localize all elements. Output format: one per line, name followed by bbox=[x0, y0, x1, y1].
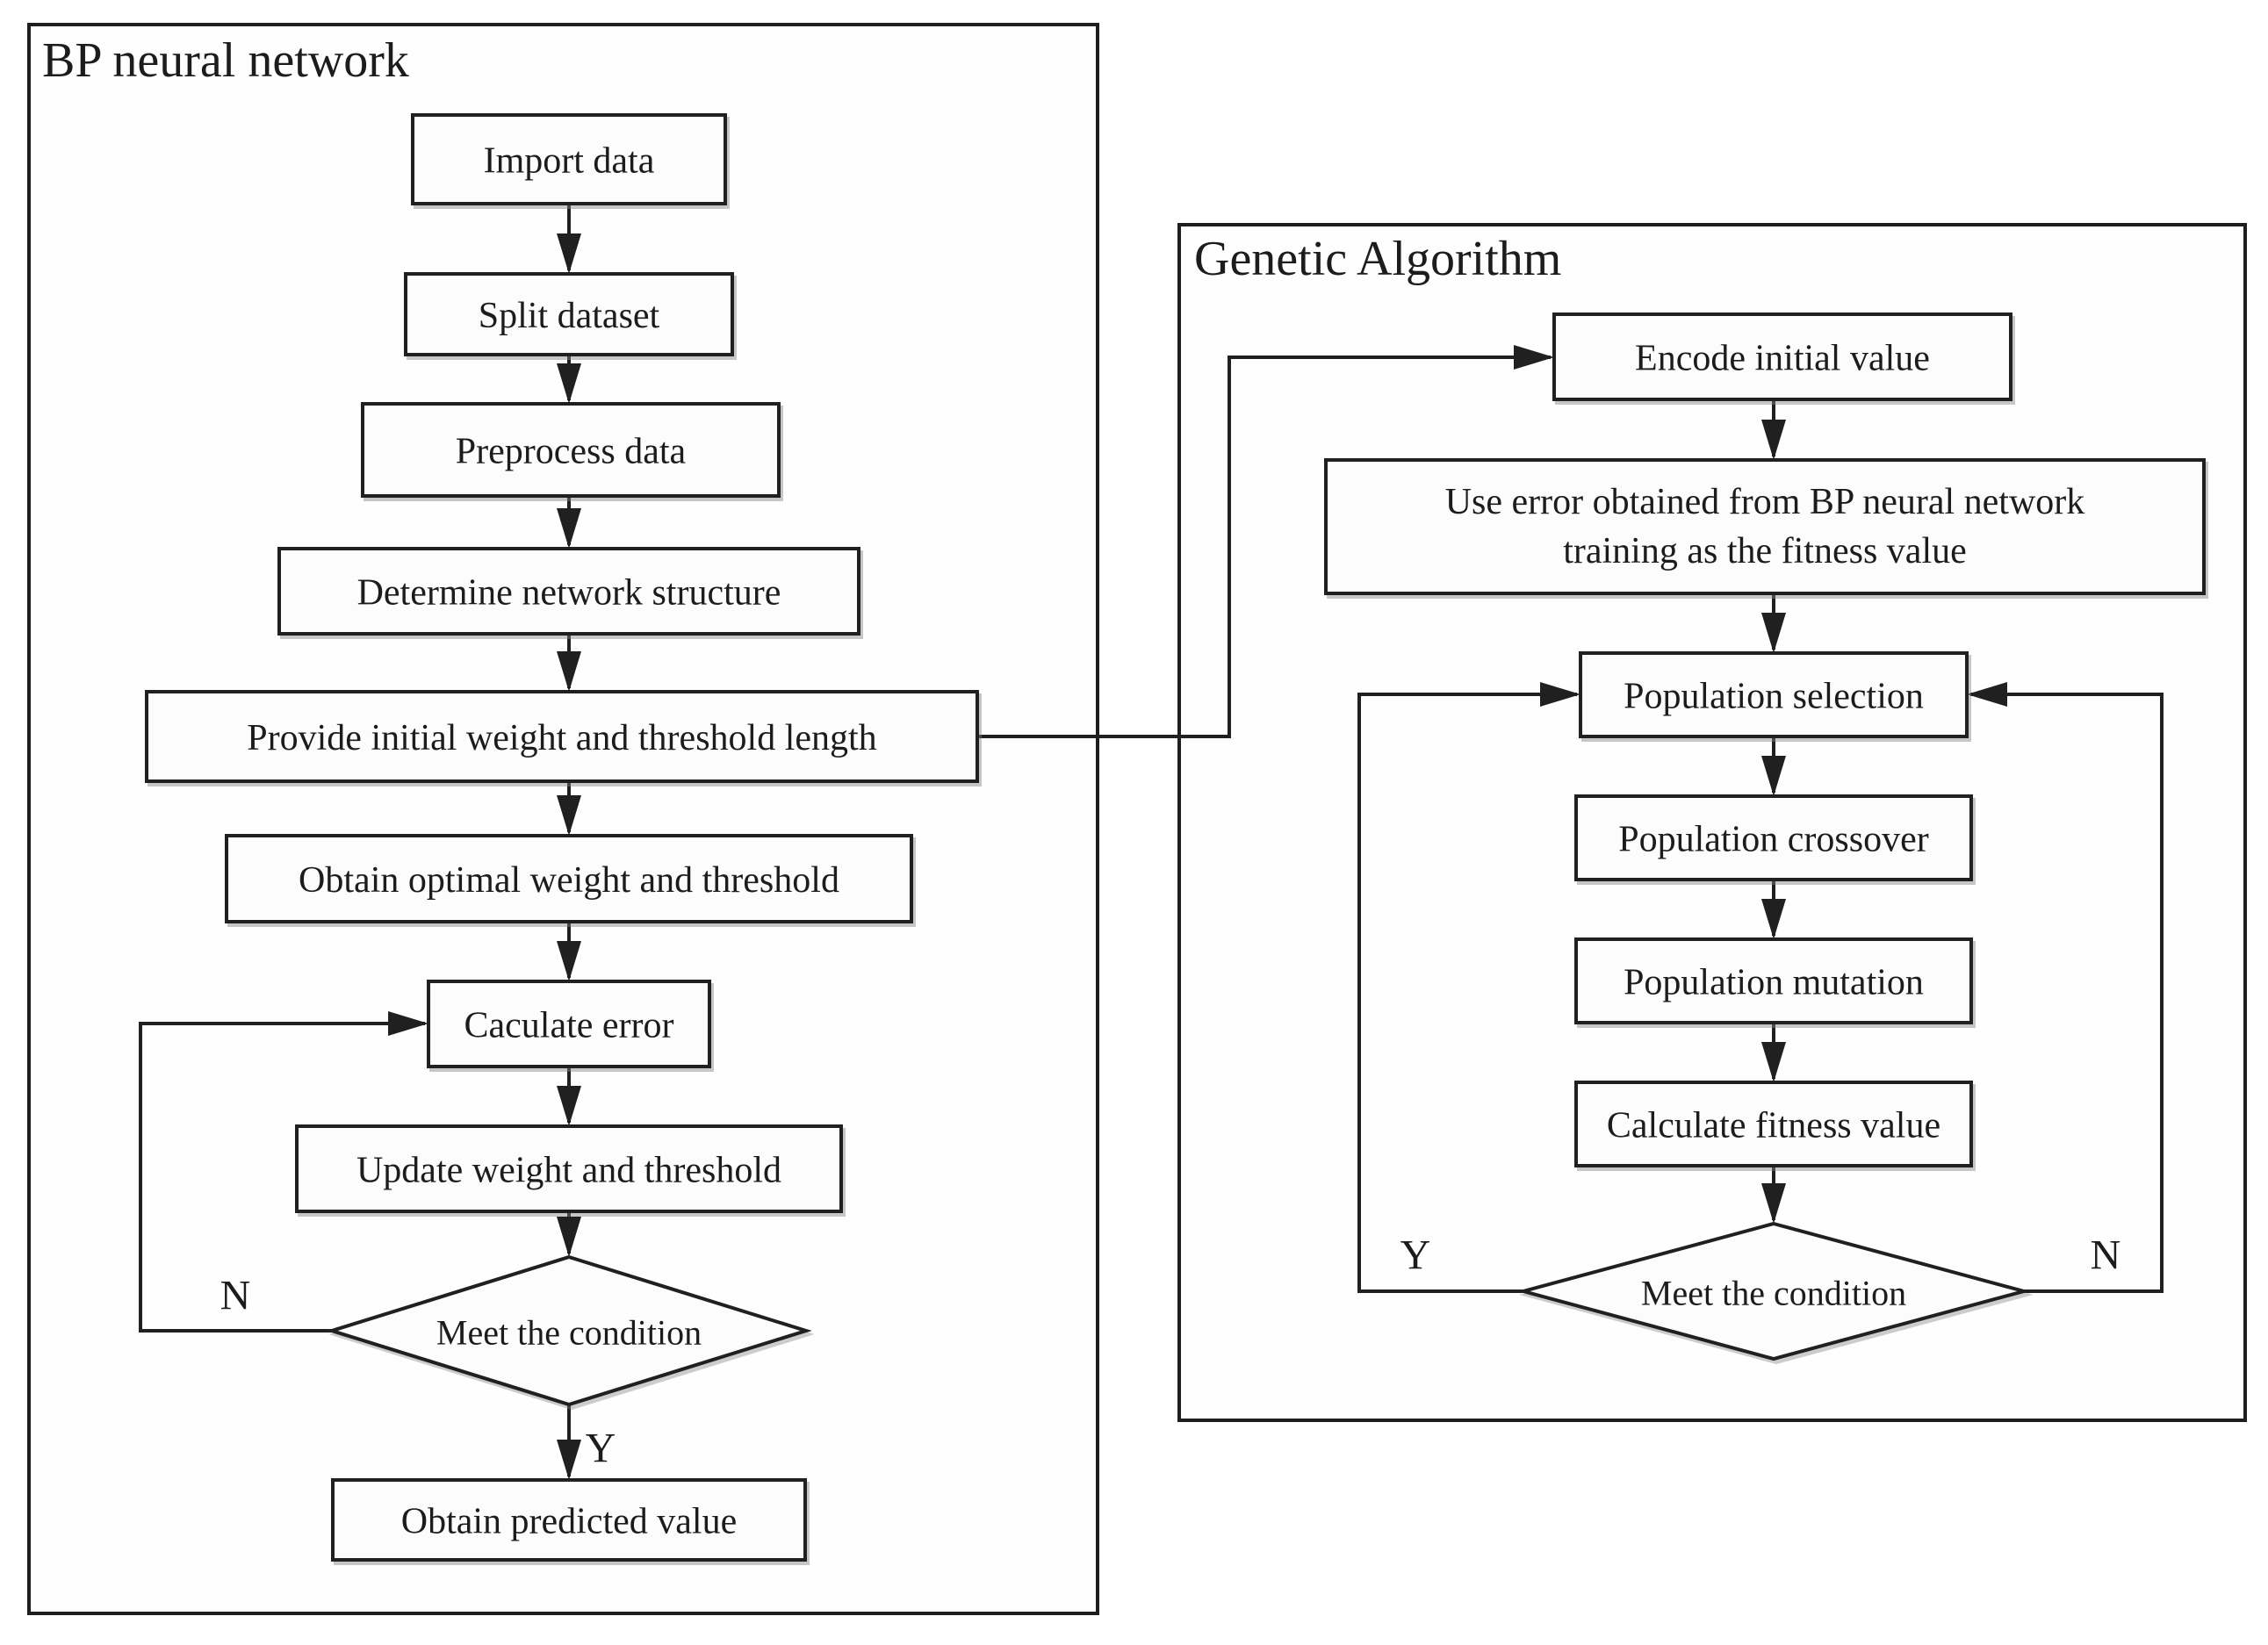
node-calculate-error bbox=[427, 980, 711, 1068]
node-provide-initial-weight-label: Provide initial weight and threshold len… bbox=[247, 718, 876, 758]
node-population-crossover-label: Population crossover bbox=[1618, 820, 1928, 860]
arrow-condition-yes-to-predicted-arrowhead-icon bbox=[557, 1440, 581, 1480]
arrow-determine-to-provide-arrowhead-icon bbox=[557, 651, 581, 692]
decision-meet-condition-ga-label: Meet the condition bbox=[1641, 1274, 1906, 1313]
arrow-ga-yes-loop-arrowhead-icon bbox=[1540, 682, 1580, 707]
arrow-provide-to-obtain-optimal-arrowhead-icon bbox=[557, 795, 581, 836]
node-import-data-label: Import data bbox=[484, 141, 655, 182]
arrow-condition-no-loop-line bbox=[139, 1022, 425, 1333]
arrow-crossover-to-mutation-arrowhead-icon bbox=[1761, 899, 1786, 939]
decision-meet-condition-bp bbox=[326, 1254, 812, 1407]
bp-network-container-title: BP neural network bbox=[42, 33, 409, 88]
node-update-weight-threshold bbox=[295, 1124, 843, 1213]
node-use-error-fitness-label-line1: Use error obtained from BP neural networ… bbox=[1445, 482, 2085, 522]
arrow-ga-no-loop-line bbox=[1970, 693, 2164, 1293]
node-calculate-fitness-value-label: Calculate fitness value bbox=[1607, 1106, 1940, 1146]
node-encode-initial-value bbox=[1552, 312, 2012, 401]
arrow-ga-yes-loop-line bbox=[1357, 693, 1577, 1293]
arrow-selection-to-crossover-arrowhead-icon bbox=[1761, 756, 1786, 796]
node-population-mutation bbox=[1574, 937, 1973, 1024]
node-encode-initial-value-label: Encode initial value bbox=[1635, 339, 1930, 379]
node-import-data bbox=[411, 113, 727, 205]
node-provide-initial-weight bbox=[145, 690, 979, 783]
node-use-error-fitness bbox=[1324, 458, 2206, 595]
label-bp-branch-yes: Y bbox=[586, 1426, 616, 1472]
node-obtain-optimal-weight-label: Obtain optimal weight and threshold bbox=[299, 860, 839, 901]
arrow-condition-no-loop-arrowhead-icon bbox=[388, 1011, 428, 1036]
node-preprocess-data bbox=[361, 402, 781, 498]
node-population-mutation-label: Population mutation bbox=[1624, 963, 1924, 1003]
node-update-weight-threshold-label: Update weight and threshold bbox=[356, 1151, 781, 1191]
node-obtain-optimal-weight bbox=[225, 834, 913, 923]
arrow-encode-to-use-error-arrowhead-icon bbox=[1761, 420, 1786, 460]
node-obtain-predicted-value bbox=[331, 1478, 807, 1562]
node-split-dataset bbox=[404, 272, 734, 356]
arrow-ga-no-loop-arrowhead-icon bbox=[1967, 682, 2007, 707]
node-population-selection-label: Population selection bbox=[1624, 677, 1924, 717]
arrow-update-to-condition-arrowhead-icon bbox=[557, 1217, 581, 1257]
node-population-crossover bbox=[1574, 794, 1973, 881]
node-split-dataset-label: Split dataset bbox=[479, 296, 660, 336]
node-obtain-predicted-value-label: Obtain predicted value bbox=[401, 1502, 738, 1542]
decision-meet-condition-bp-label: Meet the condition bbox=[436, 1313, 702, 1353]
node-determine-network-structure-label: Determine network structure bbox=[357, 573, 781, 614]
arrow-calc-error-to-update-arrowhead-icon bbox=[557, 1086, 581, 1126]
node-use-error-fitness-label-line2: training as the fitness value bbox=[1563, 531, 1967, 571]
arrow-provide-to-encode-line bbox=[977, 356, 1551, 738]
label-bp-branch-no: N bbox=[220, 1273, 251, 1319]
arrow-obtain-to-calc-error-arrowhead-icon bbox=[557, 941, 581, 981]
arrow-provide-to-encode-arrowhead-icon bbox=[1514, 345, 1554, 370]
arrow-split-to-preprocess-arrowhead-icon bbox=[557, 363, 581, 404]
arrow-import-to-split-arrowhead-icon bbox=[557, 233, 581, 274]
label-ga-branch-yes: Y bbox=[1400, 1232, 1431, 1279]
node-calculate-error-label: Caculate error bbox=[464, 1006, 673, 1046]
arrow-use-error-to-selection-arrowhead-icon bbox=[1761, 613, 1786, 653]
arrow-mutation-to-calc-fitness-arrowhead-icon bbox=[1761, 1042, 1786, 1082]
arrow-calc-fitness-to-condition-arrowhead-icon bbox=[1761, 1183, 1786, 1224]
node-determine-network-structure bbox=[277, 547, 860, 636]
label-ga-branch-no: N bbox=[2091, 1232, 2121, 1279]
node-population-selection bbox=[1579, 651, 1969, 738]
genetic-algorithm-container-title: Genetic Algorithm bbox=[1194, 232, 1561, 286]
arrow-preprocess-to-determine-arrowhead-icon bbox=[557, 508, 581, 549]
node-preprocess-data-label: Preprocess data bbox=[456, 432, 687, 472]
decision-meet-condition-ga bbox=[1516, 1221, 2031, 1361]
node-calculate-fitness-value bbox=[1574, 1081, 1973, 1167]
